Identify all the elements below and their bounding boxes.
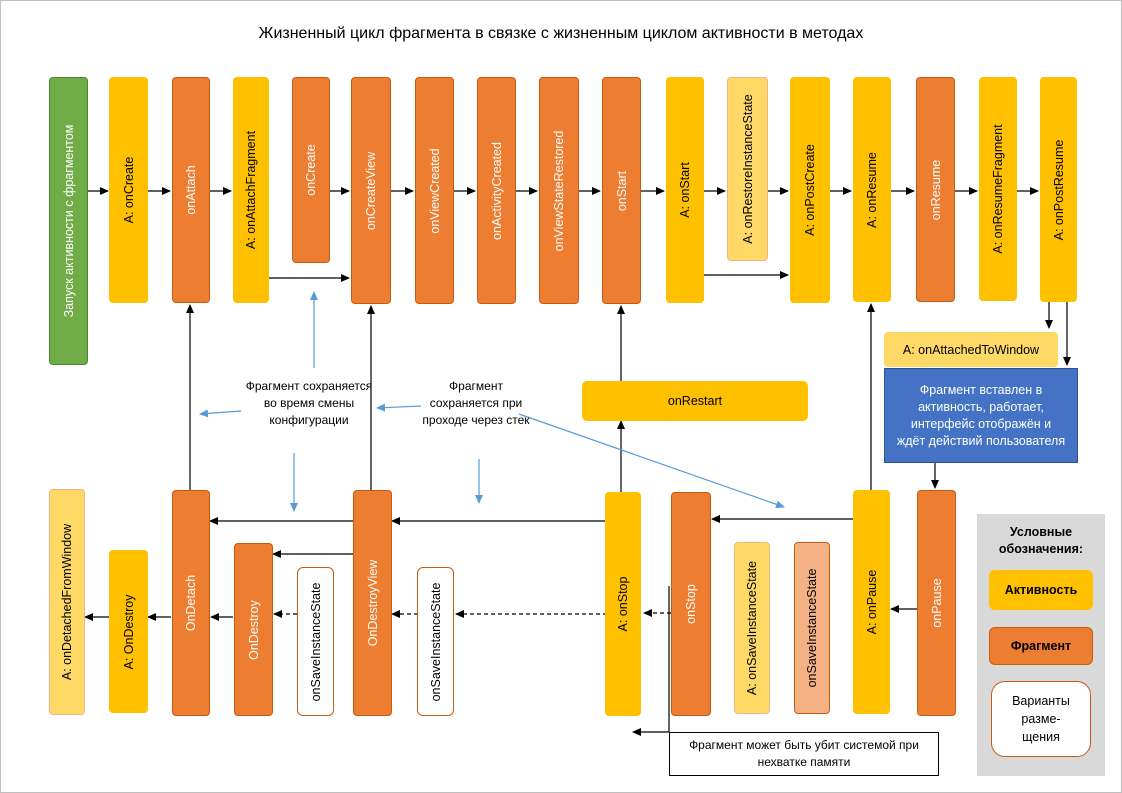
ondetach-label: OnDetach (184, 574, 198, 632)
a-onattachfragment-box: A: onAttachFragment (233, 77, 269, 303)
a-ondetachedfromwindow-label: A: onDetachedFromWindow (60, 523, 74, 681)
onviewcreated-label: onViewCreated (427, 147, 442, 234)
fragment-running-box: Фрагмент вставлен в активность, работает… (884, 368, 1078, 463)
ondestroy-box: OnDestroy (234, 543, 273, 716)
ondestroyview-box: OnDestroyView (353, 490, 392, 716)
legend-title: Условные обозначения: (998, 525, 1084, 556)
a-onrestoreinstancestate-box: A: onRestoreInstanceState (727, 77, 768, 261)
a-onrestoreinstancestate-label: A: onRestoreInstanceState (740, 94, 755, 244)
onsaveinstancestate-light-label: onSaveInstanceState (805, 568, 819, 688)
a-onpostresume-box: A: onPostResume (1040, 77, 1077, 302)
diagram-title: Жизненный цикл фрагмента в связке с жизн… (258, 25, 864, 42)
onviewstaterestored-label: onViewStateRestored (552, 130, 566, 251)
ondestroyview-label: OnDestroyView (365, 559, 380, 647)
start-activity-label: Запуск активности с фрагментом (61, 124, 76, 318)
onstop-box: onStop (671, 492, 711, 716)
onstop-label: onStop (684, 584, 698, 624)
onpause-label: onPause (929, 578, 944, 628)
a-onpostcreate-label: A: onPostCreate (803, 144, 817, 236)
ondetach-box: OnDetach (172, 490, 210, 716)
a-onpause-label: A: onPause (864, 569, 879, 635)
backstack-note: Фрагмент сохраняется при проходе через с… (422, 379, 530, 427)
onsaveinstancestate-variant-1-box: onSaveInstanceState (297, 567, 334, 716)
onsaveinstancestate-light-box: onSaveInstanceState (794, 542, 830, 714)
a-onresume-label: A: onResume (865, 151, 879, 228)
a-oncreate-box: A: onCreate (109, 77, 148, 303)
a-onpostcreate-box: A: onPostCreate (790, 77, 830, 303)
legend-variants: Варианты разме-щения (991, 681, 1091, 757)
onactivitycreated-label: onActivityCreated (489, 141, 504, 240)
start-activity-box: Запуск активности с фрагментом (49, 77, 88, 365)
a-onsaveinstancestate-box: A: onSaveInstanceState (734, 542, 770, 714)
oncreate-box: onCreate (292, 77, 330, 263)
a-onpostresume-label: A: onPostResume (1051, 139, 1066, 240)
onrestart-label: onRestart (667, 394, 723, 408)
legend-fragment-label: Фрагмент (1010, 639, 1072, 653)
a-onsaveinstancestate-label: A: onSaveInstanceState (745, 560, 759, 696)
a-onpause-box: A: onPause (853, 490, 890, 714)
a-ondetachedfromwindow-box: A: onDetachedFromWindow (49, 489, 85, 715)
onviewstaterestored-box: onViewStateRestored (539, 77, 579, 304)
a-oncreate-label: A: onCreate (121, 156, 136, 224)
killed-by-system-label: Фрагмент может быть убит системой при не… (689, 738, 919, 769)
a-onstop-label: A: onStop (616, 576, 630, 632)
onstart-box: onStart (602, 77, 641, 304)
config-change-note: Фрагмент сохраняется во время смены конф… (245, 379, 373, 427)
oncreateview-label: onCreateView (364, 151, 378, 230)
onsaveinstancestate-variant-1-label: onSaveInstanceState (308, 582, 323, 701)
a-onstop-box: A: onStop (605, 492, 641, 716)
a-onstart-box: A: onStart (666, 77, 704, 303)
legend-variants-label: Варианты разме-щения (1012, 694, 1070, 744)
onactivitycreated-box: onActivityCreated (477, 77, 516, 304)
onresume-box: onResume (916, 77, 955, 302)
oncreateview-box: onCreateView (351, 77, 391, 304)
a-onresumefragment-box: A: onResumeFragment (979, 77, 1017, 301)
legend: Условные обозначения: Активность Фрагмен… (977, 514, 1105, 776)
onpause-box: onPause (917, 490, 956, 716)
onattach-box: onAttach (172, 77, 210, 303)
legend-activity-label: Активность (1004, 583, 1078, 597)
a-onresume-box: A: onResume (853, 77, 891, 302)
legend-activity: Активность (989, 570, 1093, 610)
a-onstart-label: A: onStart (678, 162, 692, 218)
ondestroy-label: OnDestroy (246, 599, 261, 660)
onattach-label: onAttach (184, 165, 198, 215)
a-onresumefragment-label: A: onResumeFragment (991, 124, 1005, 254)
a-ondestroy-label: A: OnDestroy (121, 593, 136, 670)
oncreate-label: onCreate (304, 144, 318, 196)
a-ondestroy-box: A: OnDestroy (109, 550, 148, 713)
onviewcreated-box: onViewCreated (415, 77, 454, 304)
a-onattachedtowindow-label: A: onAttachedToWindow (902, 342, 1040, 357)
a-onattachfragment-label: A: onAttachFragment (244, 130, 258, 250)
legend-fragment: Фрагмент (989, 627, 1093, 665)
onsaveinstancestate-variant-2-box: onSaveInstanceState (417, 567, 454, 716)
onresume-label: onResume (928, 159, 943, 220)
fragment-running-label: Фрагмент вставлен в активность, работает… (896, 382, 1066, 448)
killed-by-system-note: Фрагмент может быть убит системой при не… (669, 732, 939, 776)
onrestart-box: onRestart (582, 381, 808, 421)
onstart-label: onStart (614, 170, 629, 211)
onsaveinstancestate-variant-2-label: onSaveInstanceState (428, 582, 443, 701)
a-onattachedtowindow-box: A: onAttachedToWindow (884, 332, 1058, 367)
